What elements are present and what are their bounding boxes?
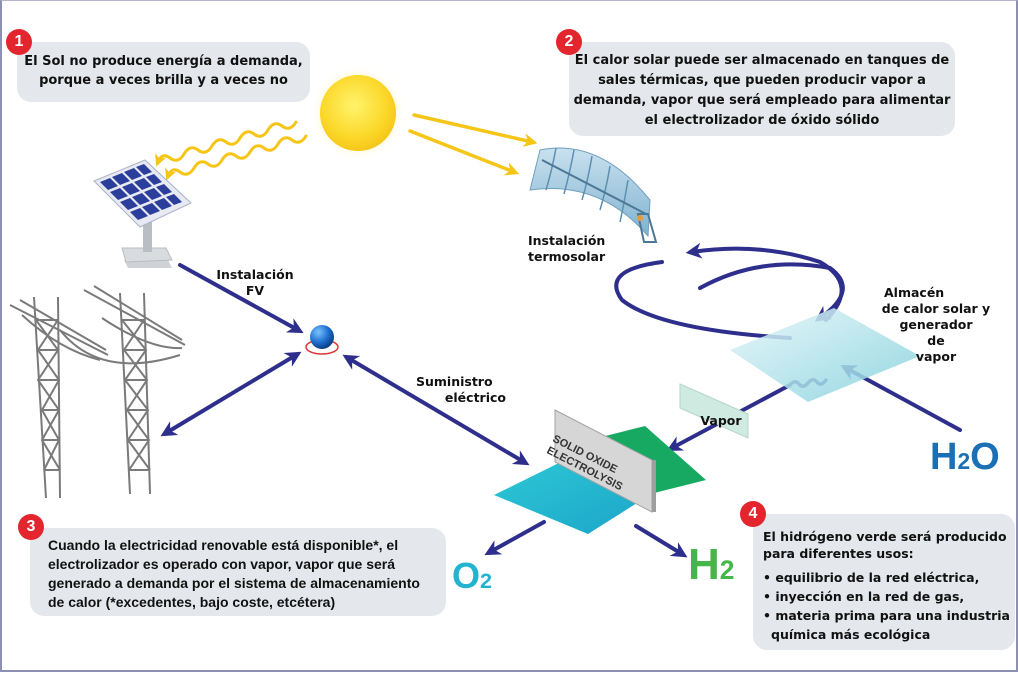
- water-o: O: [970, 436, 1000, 478]
- step-3-badge: 3: [18, 514, 44, 540]
- oxygen-sub: 2: [480, 568, 493, 593]
- step-4-box: El hidrógeno verde será producido para d…: [753, 514, 1015, 650]
- hydrogen-formula: H2: [688, 540, 734, 590]
- sun-rays-to-pv-icon: [155, 120, 308, 181]
- step-1-box: El Sol no produce energía a demanda, por…: [17, 42, 310, 102]
- step-3-line-3: generado a demanda por el sistema de alm…: [48, 575, 420, 591]
- pv-installation-line-2: FV: [245, 283, 265, 298]
- heat-storage-line-4: de: [927, 333, 945, 348]
- step-4-use-1: • equilibrio de la red eléctrica,: [763, 570, 980, 585]
- hydrogen-sub: 2: [719, 555, 735, 585]
- step-2-line-1: El calor solar puede ser almacenado en t…: [574, 53, 950, 68]
- water-sub: 2: [957, 448, 971, 474]
- step-2-line-3: demanda, vapor que será empleado para al…: [573, 93, 951, 108]
- power-supply-label: Suministro eléctrico: [416, 374, 506, 406]
- step-4-intro-1: El hidrógeno verde será producido: [763, 529, 1007, 544]
- heat-storage-line-5: vapor: [915, 349, 957, 364]
- step-4-use-4: química más ecológica: [771, 627, 931, 642]
- heat-storage-line-2: de calor solar y: [881, 301, 991, 316]
- vapor-label: Vapor: [700, 413, 742, 428]
- oxygen-formula: O2: [452, 555, 492, 597]
- step-4-badge: 4: [740, 501, 766, 527]
- hub-grid-arrow: [160, 351, 302, 437]
- solar-panel-icon: [93, 159, 192, 268]
- electrolyzer-icon: [494, 409, 706, 534]
- thermosolar-line-2: termosolar: [528, 249, 606, 264]
- power-supply-line-2: eléctrico: [444, 390, 506, 405]
- step-1-badge: 1: [6, 29, 32, 55]
- thermosolar-installation-label: Instalación termosolar: [528, 233, 618, 265]
- step-2-badge: 2: [556, 29, 582, 55]
- step-3-line-1: Cuando la electricidad renovable está di…: [48, 537, 399, 553]
- water-h: H: [930, 436, 958, 478]
- heat-storage-line-1: Almacén: [884, 285, 945, 300]
- vapor-panel-icon: [679, 383, 749, 439]
- step-3-line-4: de calor (*excedentes, bajo coste, etcét…: [48, 594, 336, 610]
- step-2-line-4: el electrolizador de óxido sólido: [644, 113, 880, 128]
- oxygen-o: O: [452, 555, 481, 596]
- pv-to-hub-arrow: [178, 263, 304, 334]
- heat-storage-label: Almacén de calor solar y generador de va…: [878, 285, 994, 365]
- step-1-line-1: El Sol no produce energía a demanda,: [24, 54, 303, 69]
- transmission-towers-icon: [9, 285, 186, 499]
- step-4-use-3: • materia prima para una industria: [763, 608, 1010, 623]
- heat-loop-top-arrow: [685, 242, 844, 322]
- heat-storage-plate-icon: [730, 308, 920, 402]
- power-supply-line-1: Suministro: [416, 374, 493, 389]
- hydrogen-h: H: [688, 540, 720, 589]
- thermosolar-trough-icon: [529, 147, 658, 243]
- step-1-line-2: porque a veces brilla y a veces no: [39, 73, 288, 88]
- step-3-box: Cuando la electricidad renovable está di…: [30, 528, 446, 616]
- step-3-line-2: electrolizador es operado con vapor, vap…: [48, 556, 396, 572]
- thermosolar-line-1: Instalación: [528, 233, 606, 248]
- hub-electrolyzer-arrow: [342, 354, 530, 466]
- sun-icon: [310, 65, 406, 161]
- step-4-use-2: • inyección en la red de gas,: [763, 589, 965, 604]
- pv-installation-label: Instalación FV: [210, 267, 300, 299]
- step-2-line-2: sales térmicas, que pueden producir vapo…: [598, 73, 926, 88]
- hydrogen-outlet-arrow: [634, 524, 688, 558]
- oxygen-outlet-arrow: [484, 520, 546, 556]
- step-2-box: El calor solar puede ser almacenado en t…: [569, 42, 955, 136]
- heat-storage-line-3: generador: [899, 317, 973, 332]
- water-formula: H2O: [930, 436, 1000, 479]
- sun-rays-to-thermosolar-icon: [408, 113, 538, 176]
- step-4-intro-2: para diferentes usos:: [763, 546, 914, 561]
- power-hub-icon: [305, 325, 339, 355]
- pv-installation-line-1: Instalación: [216, 267, 294, 282]
- step-4-uses-list: • equilibrio de la red eléctrica, • inye…: [763, 568, 1015, 644]
